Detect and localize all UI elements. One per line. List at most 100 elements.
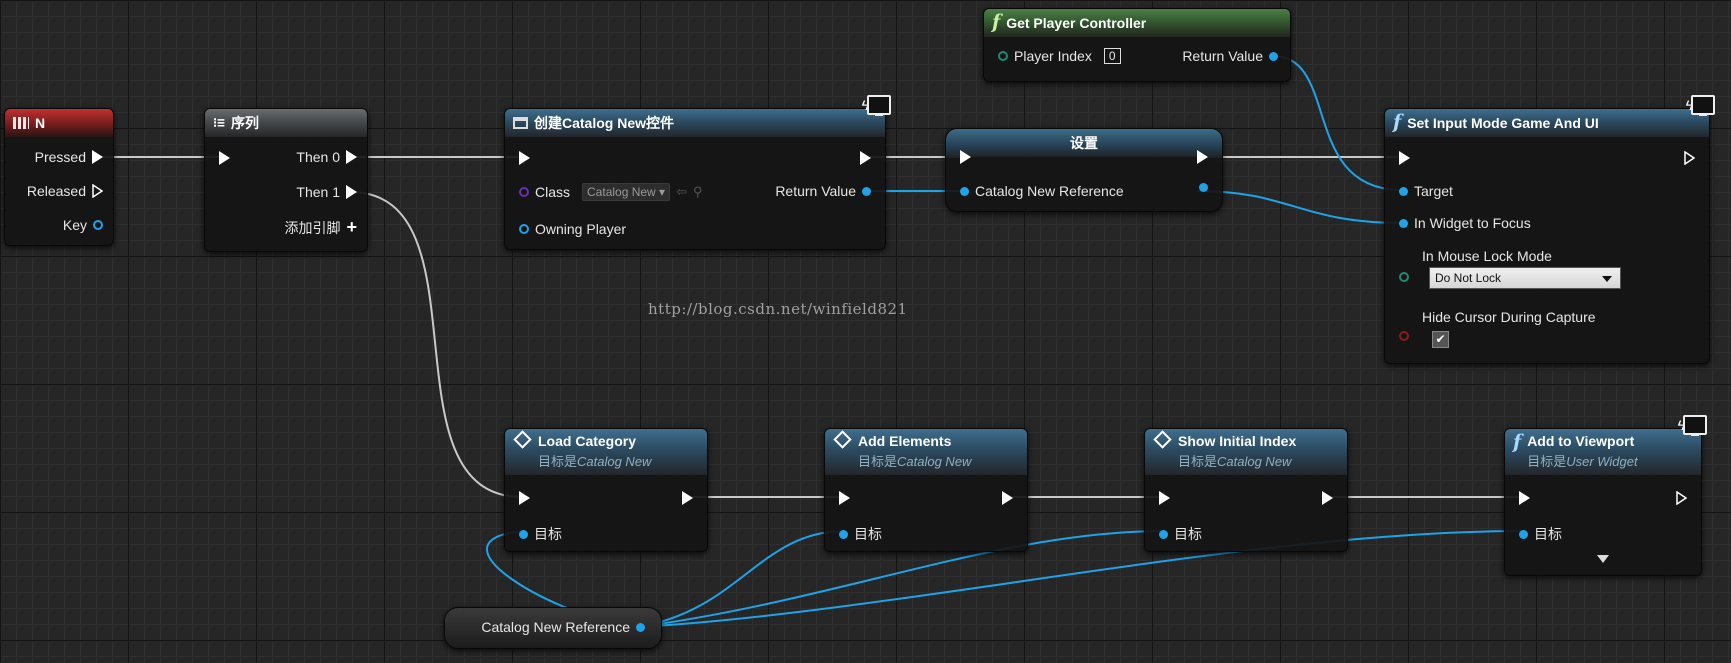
player-index-pin[interactable]: Player Index 0 — [998, 48, 1121, 64]
class-select[interactable]: Catalog New ▾ — [582, 183, 671, 201]
then1-pin[interactable]: Then 1 — [296, 184, 357, 200]
add-pin-button[interactable]: + 添加引脚 — [284, 217, 357, 237]
key-pin[interactable]: Key — [63, 217, 103, 233]
exec-pin-icon — [682, 491, 693, 505]
exec-in-pin[interactable] — [1399, 151, 1410, 165]
node-title: Add Elements — [858, 433, 952, 449]
catalog-ref-out-pin[interactable] — [1199, 183, 1208, 192]
object-wire — [1196, 190, 1403, 224]
target-pin[interactable]: 目标 — [519, 524, 562, 544]
exec-out-pin[interactable] — [1322, 491, 1333, 505]
exec-out-pin[interactable] — [1197, 150, 1208, 164]
exec-wire — [349, 191, 523, 498]
node-title: Load Category — [538, 433, 637, 449]
catalog-ref-out-pin[interactable]: Catalog New Reference — [481, 619, 645, 635]
hide-cursor-label: Hide Cursor During Capture — [1422, 309, 1596, 325]
hide-cursor-pin[interactable] — [1399, 331, 1409, 341]
released-pin[interactable]: Released — [27, 183, 103, 199]
sequence-node[interactable]: ⁝≡ 序列 Then 0 Then 1 + 添加引脚 — [204, 108, 368, 252]
exec-pin-icon — [1322, 491, 1333, 505]
object-pin-icon — [636, 622, 645, 632]
widget-icon — [513, 117, 528, 129]
target-pin[interactable]: 目标 — [1519, 524, 1562, 544]
exec-in-pin[interactable] — [1159, 491, 1170, 505]
event-diamond-icon — [1153, 430, 1172, 449]
set-variable-node[interactable]: 设置 Catalog New Reference — [945, 128, 1223, 212]
exec-in-pin[interactable] — [519, 151, 530, 165]
object-wire — [637, 530, 846, 628]
widget-focus-pin[interactable]: In Widget to Focus — [1399, 215, 1531, 231]
class-pin[interactable]: Class Catalog New ▾ ⇦ ⚲ — [519, 183, 703, 201]
exec-in-pin[interactable] — [960, 150, 971, 164]
target-pin[interactable]: 目标 — [1159, 524, 1202, 544]
plus-icon: + — [346, 217, 357, 237]
exec-pin-icon — [219, 151, 230, 165]
function-icon: f — [992, 11, 1001, 33]
latent-bolt-icon: ϟ — [861, 97, 869, 113]
exec-pin-icon — [346, 185, 357, 199]
catalog-ref-in-pin[interactable]: Catalog New Reference — [960, 183, 1124, 199]
exec-pin-icon — [1002, 491, 1013, 505]
return-value-pin[interactable]: Return Value — [1182, 48, 1278, 64]
show-initial-index-node[interactable]: Show Initial Index 目标是Catalog New 目标 — [1144, 428, 1348, 552]
object-pin-icon — [1199, 183, 1208, 192]
hide-cursor-checkbox[interactable]: ✔ — [1432, 331, 1449, 348]
catalog-ref-getter-node[interactable]: Catalog New Reference — [444, 607, 662, 649]
exec-in-pin[interactable] — [219, 151, 230, 165]
node-header: Load Category 目标是Catalog New — [505, 429, 707, 475]
chevron-down-icon — [1602, 276, 1612, 282]
exec-pin-icon — [92, 150, 103, 164]
function-icon: f — [1393, 111, 1402, 133]
node-header: ⁝≡ 序列 — [205, 109, 367, 137]
exec-out-pin[interactable] — [1002, 491, 1013, 505]
mouse-lock-dropdown[interactable]: Do Not Lock — [1429, 267, 1621, 289]
exec-in-pin[interactable] — [839, 491, 850, 505]
monitor-icon — [867, 95, 891, 116]
object-pin-icon — [839, 529, 848, 539]
get-player-controller-node[interactable]: f Get Player Controller Player Index 0 R… — [983, 8, 1291, 82]
exec-pin-icon — [1159, 491, 1170, 505]
node-header: 设置 — [946, 129, 1222, 157]
sequence-icon: ⁝≡ — [213, 115, 225, 131]
load-category-node[interactable]: Load Category 目标是Catalog New 目标 — [504, 428, 708, 552]
exec-pin-icon — [346, 150, 357, 164]
keyboard-icon — [13, 117, 29, 129]
exec-out-pin[interactable] — [682, 491, 693, 505]
exec-in-pin[interactable] — [519, 491, 530, 505]
event-diamond-icon — [513, 430, 532, 449]
node-title: 设置 — [1070, 135, 1098, 151]
monitor-icon — [1683, 415, 1707, 436]
expand-advanced-chevron-icon[interactable] — [1597, 555, 1609, 563]
monitor-icon — [1691, 95, 1715, 116]
owning-player-pin[interactable]: Owning Player — [519, 221, 626, 237]
return-value-pin[interactable]: Return Value — [775, 183, 871, 199]
object-pin-icon — [1399, 218, 1408, 228]
create-widget-node[interactable]: 创建Catalog New控件 ϟ Class Catalog New ▾ ⇦ … — [504, 95, 891, 250]
object-wire — [637, 530, 1525, 628]
search-icon[interactable]: ⚲ — [692, 184, 703, 199]
target-pin[interactable]: Target — [1399, 183, 1453, 199]
browse-arrow-icon[interactable]: ⇦ — [676, 184, 687, 199]
latent-bolt-icon: ϟ — [1685, 97, 1693, 113]
node-subtitle: 目标是User Widget — [1527, 454, 1638, 469]
player-index-input[interactable]: 0 — [1103, 48, 1121, 64]
target-pin[interactable]: 目标 — [839, 524, 882, 544]
object-pin-icon — [960, 186, 969, 196]
exec-pin-icon — [1197, 150, 1208, 164]
set-input-mode-node[interactable]: f Set Input Mode Game And UI ϟ Target In… — [1384, 95, 1715, 364]
node-title: 序列 — [230, 115, 259, 131]
exec-out-pin[interactable] — [1684, 151, 1695, 165]
pressed-pin[interactable]: Pressed — [35, 149, 103, 165]
object-pin-icon — [1159, 529, 1168, 539]
then0-pin[interactable]: Then 0 — [296, 149, 357, 165]
add-to-viewport-node[interactable]: f Add to Viewport 目标是User Widget ϟ 目标 — [1504, 415, 1707, 576]
node-title: Set Input Mode Game And UI — [1407, 115, 1599, 131]
mouse-lock-pin[interactable] — [1399, 272, 1409, 282]
exec-out-pin[interactable] — [860, 151, 871, 165]
exec-out-pin[interactable] — [1676, 491, 1687, 505]
add-elements-node[interactable]: Add Elements 目标是Catalog New 目标 — [824, 428, 1028, 552]
node-header: f Set Input Mode Game And UI — [1385, 109, 1709, 137]
key-event-node[interactable]: N Pressed Released Key — [4, 108, 114, 246]
class-pin-icon — [519, 187, 529, 197]
exec-in-pin[interactable] — [1519, 491, 1530, 505]
